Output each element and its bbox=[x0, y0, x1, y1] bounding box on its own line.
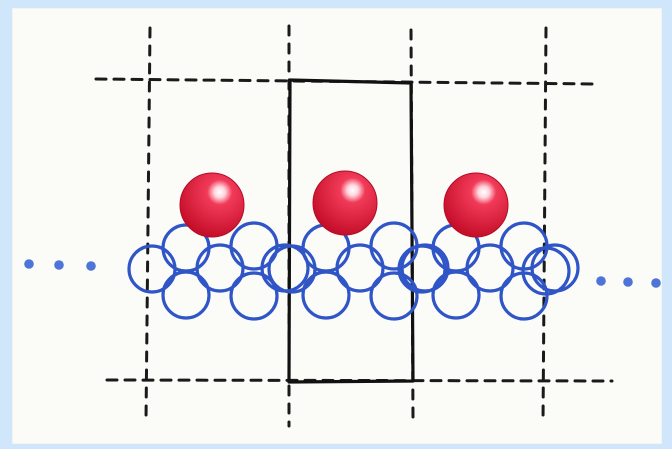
ellipsis-dot bbox=[596, 276, 606, 286]
substrate-atom bbox=[301, 270, 351, 320]
grid-line-right bbox=[541, 26, 548, 424]
substrate-atom bbox=[431, 270, 481, 320]
substrate-atom bbox=[127, 244, 177, 294]
right-ellipsis-icon bbox=[596, 276, 661, 288]
ellipsis-dot bbox=[623, 277, 633, 287]
adsorbate-atom bbox=[179, 172, 245, 238]
substrate-atom bbox=[229, 271, 279, 321]
substrate-atom bbox=[161, 270, 211, 320]
substrate-atom bbox=[465, 243, 515, 293]
grid-line-left bbox=[144, 26, 152, 422]
left-ellipsis-icon bbox=[24, 259, 96, 271]
substrate-atom bbox=[267, 244, 317, 294]
substrate-atom bbox=[530, 243, 580, 293]
adsorbate-atom bbox=[312, 170, 378, 236]
substrate-atom bbox=[195, 243, 245, 293]
substrate-atom bbox=[369, 271, 419, 321]
adsorbate-atom bbox=[443, 172, 509, 238]
substrate-atom bbox=[335, 243, 385, 293]
unit-cell-rectangle bbox=[287, 78, 415, 384]
ellipsis-dot bbox=[24, 259, 34, 269]
substrate-atom bbox=[397, 244, 447, 294]
unit-cell bbox=[287, 78, 415, 384]
substrate-atom bbox=[521, 246, 571, 296]
ellipsis-dot bbox=[54, 260, 64, 270]
ellipsis-dot bbox=[86, 261, 96, 271]
adsorbate-atoms bbox=[179, 170, 509, 238]
ellipsis-dot bbox=[651, 278, 661, 288]
substrate-atoms bbox=[127, 221, 580, 321]
substrate-atom bbox=[369, 221, 419, 271]
